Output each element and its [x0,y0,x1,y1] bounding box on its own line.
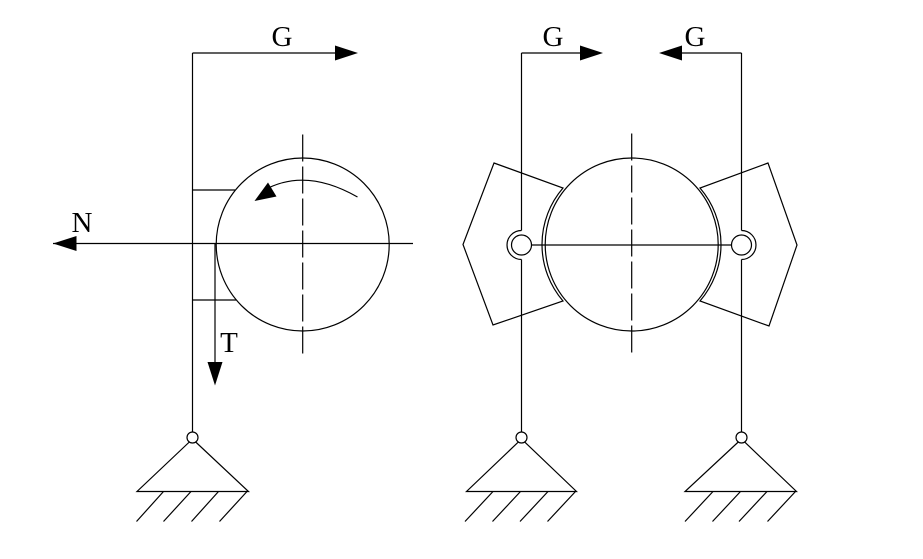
rotation-arrow-arc [263,179,358,198]
ground-hatch-line [219,491,248,522]
right-brake-shoe [698,162,798,327]
left-pin-eye-arc [506,229,522,261]
single-shoe-brake-figure: G N T [53,21,413,522]
force-g-label: G [272,21,293,53]
right-pivot-pin [735,431,748,444]
ground-hatching [136,491,248,522]
ground-hatch-line [547,491,576,522]
right-pin-circle [730,234,753,256]
left-ground-hatching [464,491,576,522]
ground-hatch-line [464,491,494,522]
double-shoe-brake-figure: G G [462,21,798,522]
ground-hatch-line [519,491,549,522]
ground-hatch-line [767,491,796,522]
force-t-label: T [220,327,238,359]
right-pivot-triangle [683,438,798,493]
force-g-left-arrowhead [580,45,603,61]
force-g-right-label: G [685,21,706,53]
rotation-arrowhead [254,182,277,201]
left-brake-shoe [462,162,565,326]
left-pivot-triangle [465,438,578,493]
ground-hatch-line [684,491,714,522]
force-n-arrowhead [53,236,77,251]
ground-hatch-line [136,491,164,522]
pivot-pin [186,431,199,444]
left-pin-circle [510,234,533,256]
force-g-right-arrowhead [659,45,682,61]
ground-hatch-line [163,491,192,522]
ground-hatch-line [492,491,521,522]
force-g-left-label: G [543,21,564,53]
ground-hatch-line [191,491,219,522]
force-t-arrowhead [207,362,223,386]
left-pivot-pin [515,431,528,444]
ground-hatch-line [738,491,768,522]
force-n-label: N [72,207,93,239]
ground-hatch-line [712,491,741,522]
right-pin-eye-arc [741,229,757,261]
force-g-arrowhead [335,45,358,61]
pivot-triangle [135,438,251,493]
right-ground-hatching [684,491,796,522]
